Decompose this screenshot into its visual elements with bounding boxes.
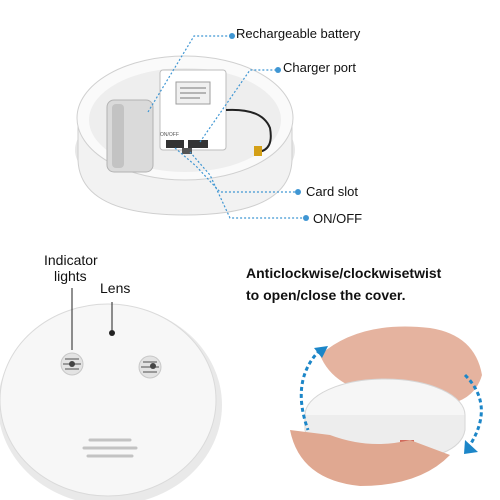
arrow-left-head [314, 346, 328, 358]
arrow-right [463, 373, 483, 446]
closed-device-illustration [0, 288, 222, 500]
callout-line-battery [147, 35, 232, 113]
battery-highlight [112, 104, 124, 168]
twist-caption-line1: Anticlockwise/clockwisetwist [246, 265, 442, 281]
card-slot-port [166, 140, 184, 148]
bottom-vent [82, 438, 138, 458]
wire-tab [254, 146, 262, 156]
pcb-onoff-text: ON/OFF [160, 132, 179, 138]
interior-illustration: ON/OFF [75, 33, 309, 221]
right-grille [138, 355, 162, 379]
interior-photo: ON/OFF Rechargeable battery Charger port… [0, 0, 500, 240]
closed-device-photo: Indicator lights Lens [0, 240, 250, 500]
callout-label-charger-port: Charger port [283, 60, 356, 75]
callout-label-card-slot: Card slot [306, 184, 359, 199]
twist-caption-line2: to open/close the cover. [246, 287, 406, 303]
indicator-grille [60, 352, 84, 376]
charger-port [188, 140, 208, 148]
twist-instruction-photo: Anticlockwise/clockwisetwist to open/clo… [246, 240, 500, 500]
device-face [0, 303, 217, 497]
lens-hole [109, 330, 115, 336]
callout-label-rechargeable-battery: Rechargeable battery [236, 26, 361, 41]
callout-label-on-off: ON/OFF [313, 211, 363, 226]
callout-line-card [174, 147, 298, 193]
twist-illustration [290, 326, 483, 486]
callout-lines [147, 35, 306, 219]
on-off-switch [182, 148, 192, 154]
indicator-lights-label-1: Indicator [44, 252, 98, 268]
hand-bottom [290, 430, 450, 486]
arrow-left [299, 348, 322, 431]
lens-label: Lens [100, 280, 131, 296]
callout-line-charger [199, 69, 278, 143]
callout-dots [229, 33, 309, 221]
indicator-lights-label-2: lights [54, 268, 87, 284]
rotation-arrows [299, 348, 483, 446]
wire [225, 108, 272, 153]
arrow-right-head [464, 440, 478, 454]
